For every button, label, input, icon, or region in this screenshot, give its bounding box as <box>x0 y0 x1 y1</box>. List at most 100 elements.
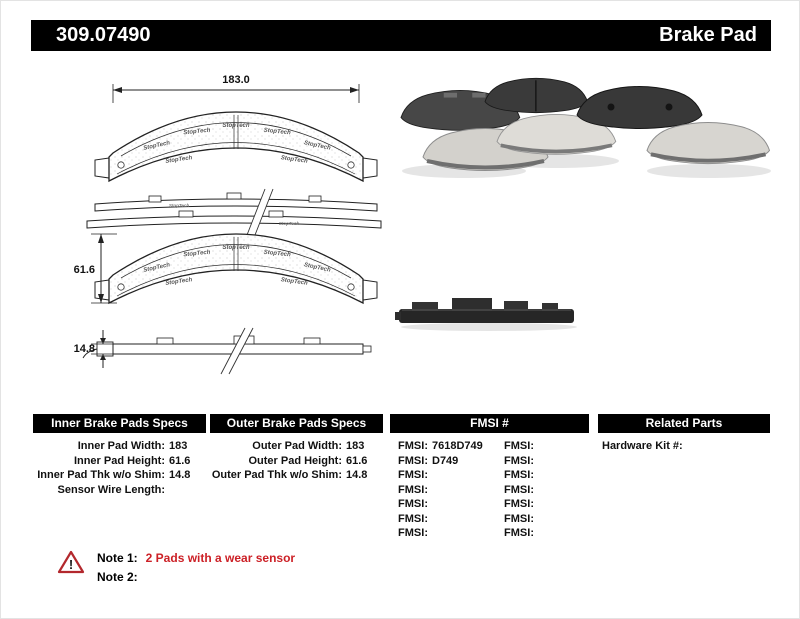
fmsi-right-label: FMSI: <box>504 527 534 539</box>
fmsi-right-value <box>534 454 596 469</box>
photo-pad-light <box>646 121 770 165</box>
spec-row: Outer Pad Height: 61.6 <box>210 454 383 469</box>
dim-height-label: 61.6 <box>74 264 95 276</box>
fmsi-right-label: FMSI: <box>504 512 534 525</box>
spec-row: Inner Pad Width: 183 <box>33 439 206 454</box>
brand-logo: StopTech <box>169 203 190 208</box>
width-dimension: 183.0 <box>112 74 360 103</box>
fmsi-right-label: FMSI: <box>504 454 534 467</box>
height-dimension: 61.6 <box>74 233 117 304</box>
fmsi-left-label: FMSI: <box>398 498 428 510</box>
fmsi-left-label: FMSI: <box>398 483 428 496</box>
spec-label: Outer Pad Height: <box>248 454 342 467</box>
photo-pad-dark <box>484 77 588 114</box>
spec-row: Inner Pad Thk w/o Shim: 14.8 <box>33 468 206 483</box>
spec-tables: Inner Brake Pads Specs Outer Brake Pads … <box>1 414 799 549</box>
spec-label: Outer Pad Width: <box>252 440 342 452</box>
brand-logo: StopTech <box>303 140 331 152</box>
spec-value: 61.6 <box>346 454 368 467</box>
spec-label: Inner Pad Thk w/o Shim: <box>37 469 165 481</box>
brand-logo: StopTech <box>279 221 300 226</box>
spec-label: Outer Pad Thk w/o Shim: <box>211 469 342 481</box>
fmsi-left-value <box>428 483 498 498</box>
fmsi-left-label: FMSI: <box>398 454 428 467</box>
related-part-row: Hardware Kit #: <box>602 439 772 454</box>
thickness-dimension: 14.8 <box>74 330 117 368</box>
header-bar: 309.07490 Brake Pad <box>31 20 771 51</box>
fmsi-left-label: FMSI: <box>398 512 428 525</box>
outer-specs-rows: Outer Pad Width: 183 Outer Pad Height: 61.… <box>210 439 383 483</box>
note1-label: Note 1: <box>97 551 138 565</box>
fmsi-right-value <box>534 526 596 541</box>
brand-logo: StopTech <box>143 140 171 152</box>
pad-front-view: StopTech StopTech StopTech StopTech Stop… <box>94 111 378 183</box>
spec-label: Inner Pad Width: <box>77 440 165 452</box>
product-photo-top <box>400 77 771 178</box>
inner-specs-header: Inner Brake Pads Specs <box>33 414 206 433</box>
notes-section: ! Note 1: 2 Pads with a wear sensor Note… <box>57 549 295 587</box>
product-title: Brake Pad <box>659 24 757 46</box>
spec-row: Outer Pad Thk w/o Shim: 14.8 <box>210 468 383 483</box>
fmsi-left-value <box>428 497 498 512</box>
fmsi-left-label: FMSI: <box>398 440 428 452</box>
fmsi-right-label: FMSI: <box>504 469 534 481</box>
fmsi-left-value: 7618D749 <box>432 440 483 452</box>
fmsi-left-value <box>428 526 498 541</box>
dim-thickness-label: 14.8 <box>74 343 95 355</box>
brand-logo: StopTech <box>183 128 211 137</box>
brand-logo: StopTech <box>263 128 291 137</box>
fmsi-left-value: D749 <box>432 454 459 467</box>
dim-width-label: 183.0 <box>222 74 250 86</box>
spec-value: 183 <box>169 440 188 452</box>
spec-row: Inner Pad Height:61.6 <box>33 454 206 469</box>
fmsi-right-label: FMSI: <box>504 498 534 510</box>
spec-row: Sensor Wire Length: <box>33 483 206 498</box>
fmsi-header: FMSI # <box>390 414 589 433</box>
spec-value <box>165 483 169 498</box>
spec-label: Sensor Wire Length: <box>57 483 165 496</box>
spec-value: 183 <box>346 440 365 452</box>
fmsi-right-value <box>534 512 596 527</box>
warning-icon: ! <box>57 550 85 574</box>
fmsi-right-label: FMSI: <box>504 440 534 452</box>
inner-specs-rows: Inner Pad Width: 183 Inner Pad Height:61.… <box>33 439 206 497</box>
note2-label: Note 2: <box>97 570 138 584</box>
photo-pad-dark <box>400 89 521 131</box>
outer-specs-header: Outer Brake Pads Specs <box>210 414 383 433</box>
spec-value: 14.8 <box>169 469 191 481</box>
fmsi-row: FMSI: FMSI: <box>390 512 596 527</box>
fmsi-row: FMSI: FMSI: <box>390 483 596 498</box>
fmsi-right-label: FMSI: <box>504 483 534 496</box>
part-number: 309.07490 <box>56 24 151 46</box>
spec-value: 14.8 <box>346 469 368 481</box>
fmsi-right-value <box>534 439 596 454</box>
spec-value: 61.6 <box>169 454 191 467</box>
fmsi-row: FMSI: D749 FMSI: <box>390 454 596 469</box>
product-photo-side <box>395 298 577 331</box>
fmsi-row: FMSI: FMSI: <box>390 497 596 512</box>
fmsi-right-value <box>534 468 596 483</box>
fmsi-right-value <box>534 483 596 498</box>
note1-text: 2 Pads with a wear sensor <box>145 551 296 565</box>
pad-side-views: StopTech StopTech <box>86 188 382 236</box>
related-part-label: Hardware Kit #: <box>602 440 683 452</box>
technical-drawing: 183.0 StopTech StopTech StopTech StopTec… <box>74 74 382 375</box>
brand-logo: StopTech <box>222 123 249 129</box>
brand-logo: StopTech <box>280 155 308 165</box>
fmsi-right-value <box>534 497 596 512</box>
brand-logo: StopTech <box>165 155 193 165</box>
related-parts-header: Related Parts <box>598 414 770 433</box>
fmsi-row: FMSI:FMSI: <box>390 468 596 483</box>
related-parts-rows: Hardware Kit #: <box>602 439 772 454</box>
fmsi-left-value <box>428 468 498 483</box>
pad-bottom-view <box>82 327 372 375</box>
fmsi-row: FMSI: 7618D749 FMSI: <box>390 439 596 454</box>
fmsi-row: FMSI: FMSI: <box>390 526 596 541</box>
svg-text:!: ! <box>69 557 73 572</box>
photo-pad-dark <box>576 86 703 129</box>
fmsi-left-label: FMSI: <box>398 527 428 539</box>
photo-pad-light <box>496 113 617 155</box>
spec-row: Outer Pad Width: 183 <box>210 439 383 454</box>
